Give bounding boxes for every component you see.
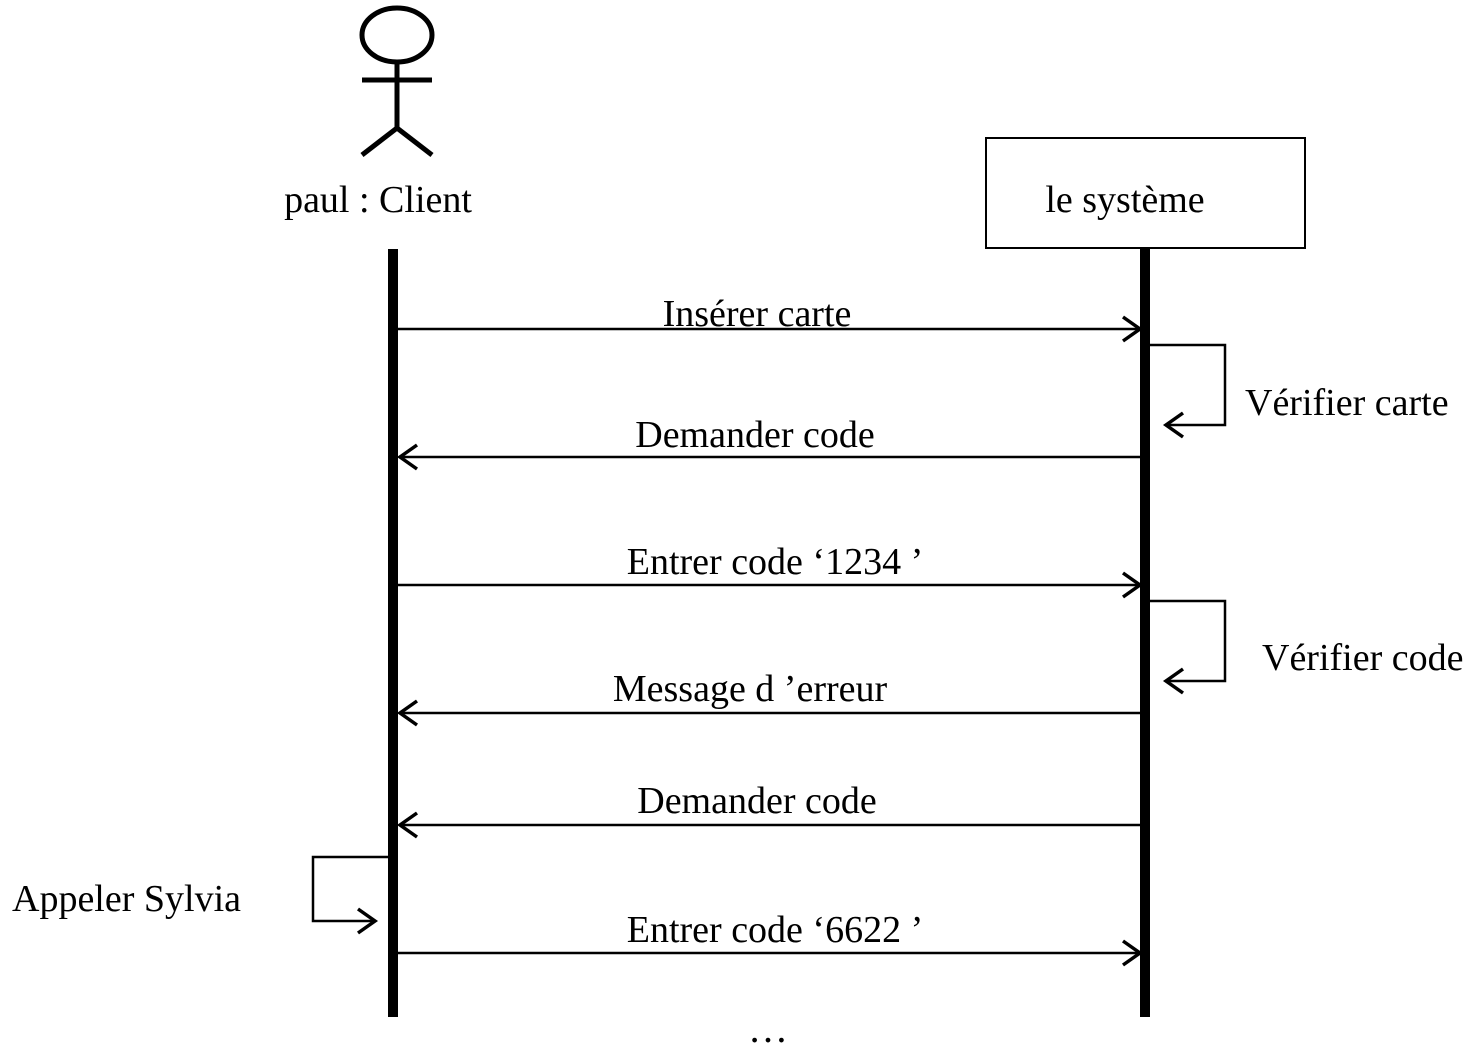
message-label: Entrer code ‘6622 ’ bbox=[627, 909, 924, 951]
system-label: le système bbox=[1045, 179, 1204, 221]
message-label: Demander code bbox=[635, 414, 875, 456]
message-request-code: Demander code bbox=[396, 414, 1140, 471]
message-request-code-2: Demander code bbox=[396, 780, 1140, 839]
message-label: Vérifier code bbox=[1262, 637, 1464, 679]
message-label: Insérer carte bbox=[663, 293, 852, 335]
message-insert-card: Insérer carte bbox=[398, 293, 1144, 343]
actor-stick-figure-icon bbox=[359, 5, 435, 157]
self-message-verify-code: Vérifier code bbox=[1150, 599, 1464, 695]
system-box bbox=[985, 137, 1306, 249]
message-label: Entrer code ‘1234 ’ bbox=[627, 541, 924, 583]
message-enter-code-1: Entrer code ‘1234 ’ bbox=[398, 541, 1144, 599]
message-enter-code-2: Entrer code ‘6622 ’ bbox=[398, 909, 1144, 967]
continuation-ellipsis: … bbox=[748, 1006, 788, 1045]
message-label: Vérifier carte bbox=[1245, 382, 1449, 424]
self-message-call-sylvia: Appeler Sylvia bbox=[12, 855, 388, 935]
message-error: Message d ’erreur bbox=[396, 668, 1140, 727]
actor-label: paul : Client bbox=[284, 179, 472, 221]
message-label: Message d ’erreur bbox=[613, 668, 888, 710]
message-label: Appeler Sylvia bbox=[12, 878, 241, 920]
self-message-verify-card: Vérifier carte bbox=[1150, 343, 1449, 439]
message-label: Demander code bbox=[637, 780, 877, 822]
